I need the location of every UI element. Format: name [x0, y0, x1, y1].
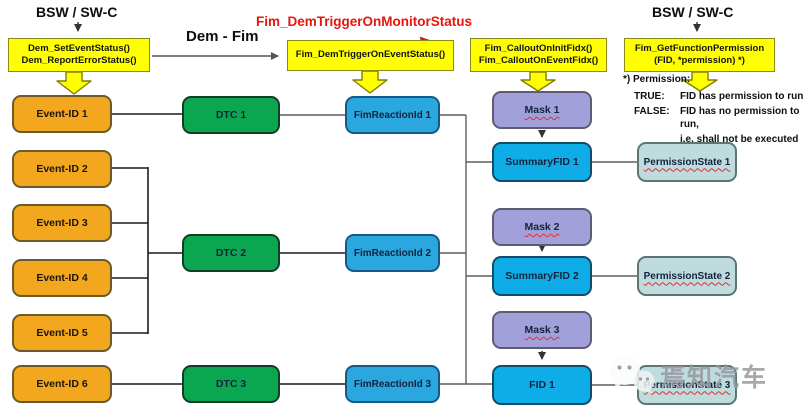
- node-mask-2: Mask 2: [492, 208, 592, 246]
- reaction-fid-links: [280, 114, 637, 386]
- node-fim-reaction-1: FimReactionId 1: [345, 96, 440, 134]
- node-dtc-2: DTC 2: [182, 234, 280, 272]
- api-line: Fim_DemTriggerOnEventStatus(): [295, 49, 446, 61]
- legend-label: TRUE:: [634, 91, 665, 102]
- api-line: Fim_CalloutOnEventFidx(): [478, 55, 599, 66]
- block-down-arrow-icon: [352, 70, 388, 94]
- fim-getpermission-api-box: Fim_GetFunctionPermission (FID, *permiss…: [624, 38, 775, 72]
- block-down-arrow-icon: [682, 71, 718, 92]
- dem-api-box: Dem_SetEventStatus() Dem_ReportErrorStat…: [8, 38, 150, 72]
- node-summary-fid-1: SummaryFID 1: [492, 142, 592, 182]
- legend-text: i.e. shall not be executed: [680, 133, 799, 145]
- permission-state-label: PermissionState 3: [643, 379, 731, 391]
- event-dtc-links: [112, 113, 345, 385]
- node-fim-reaction-2: FimReactionId 2: [345, 234, 440, 272]
- fim-trigger-api-box: Fim_DemTriggerOnEventStatus(): [287, 40, 454, 71]
- chat-bubbles-icon: [610, 355, 655, 394]
- api-line: Dem_SetEventStatus(): [28, 42, 130, 54]
- monitor-status-annotation: Fim_DemTriggerOnMonitorStatus: [256, 14, 473, 29]
- node-event-id-5: Event-ID 5: [12, 314, 112, 352]
- node-event-id-1: Event-ID 1: [12, 95, 112, 133]
- node-summary-fid-2: SummaryFID 2: [492, 256, 592, 296]
- bsw-swc-title-left: BSW / SW-C: [36, 4, 118, 20]
- node-dtc-3: DTC 3: [182, 365, 280, 403]
- node-fid-1: FID 1: [492, 365, 592, 405]
- permission-legend: TRUE: FID has permission to run FALSE: F…: [634, 90, 806, 146]
- watermark-text: 焉知汽车: [660, 364, 769, 392]
- legend-label: FALSE:: [634, 105, 670, 117]
- block-down-arrow-icon: [56, 71, 92, 95]
- legend-label: [634, 133, 676, 147]
- api-line: Fim_CalloutOnInitFidx(): [484, 42, 593, 54]
- api-line: Fim_GetFunctionPermission: [634, 42, 765, 54]
- permission-state-label: PermissionState 1: [643, 156, 731, 168]
- node-event-id-4: Event-ID 4: [12, 259, 112, 297]
- fim-callout-api-box: Fim_CalloutOnInitFidx() Fim_CalloutOnEve…: [470, 38, 607, 72]
- node-mask-1: Mask 1: [492, 91, 592, 129]
- mask-label: Mask 3: [524, 324, 560, 336]
- dem-fim-label: Dem - Fim: [186, 28, 259, 45]
- bsw-swc-title-right: BSW / SW-C: [652, 4, 734, 20]
- node-dtc-1: DTC 1: [182, 96, 280, 134]
- permission-note-header: *) Permission:: [623, 74, 691, 85]
- node-event-id-2: Event-ID 2: [12, 150, 112, 188]
- legend-text: FID has permission to run: [680, 91, 804, 102]
- permission-state-label: PermissionState 2: [643, 270, 731, 282]
- block-down-arrow-icon: [520, 71, 556, 92]
- legend-text: FID has no permission to run,: [680, 105, 800, 131]
- node-event-id-6: Event-ID 6: [12, 365, 112, 403]
- node-permission-state-1: PermissionState 1: [637, 142, 737, 182]
- mask-label: Mask 2: [524, 221, 560, 233]
- watermark: 焉知汽车: [598, 347, 806, 405]
- node-permission-state-2: PermissionState 2: [637, 256, 737, 296]
- api-line: (FID, *permission) *): [654, 55, 745, 66]
- mask-label: Mask 1: [524, 104, 560, 116]
- block-down-arrow-icons: [56, 70, 718, 95]
- node-fim-reaction-3: FimReactionId 3: [345, 365, 440, 403]
- node-mask-3: Mask 3: [492, 311, 592, 349]
- api-line: Dem_ReportErrorStatus(): [21, 55, 137, 66]
- node-event-id-3: Event-ID 3: [12, 204, 112, 242]
